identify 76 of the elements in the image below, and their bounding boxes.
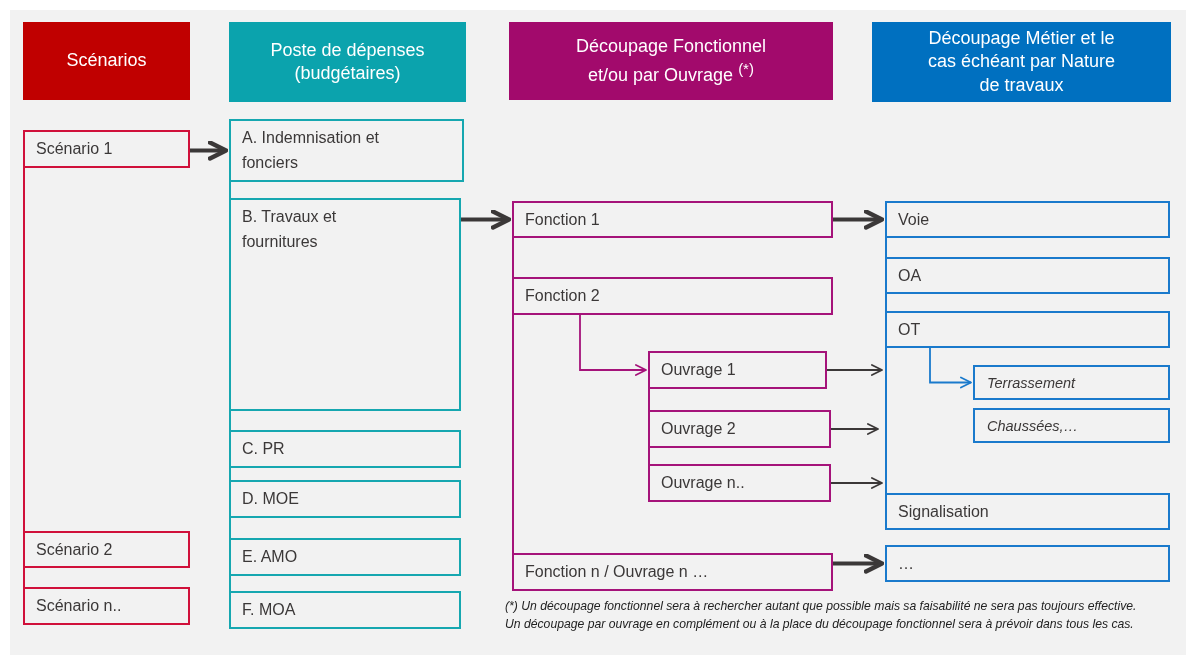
arrow [929, 347, 972, 389]
category-box [229, 591, 461, 629]
connector-line [885, 347, 887, 494]
connector-line [885, 237, 887, 258]
connector-line [229, 410, 231, 431]
box-label: Fonction 2 [525, 286, 600, 306]
arrow [833, 553, 885, 574]
arrow [830, 477, 883, 489]
box-label: Ouvrage 1 [661, 360, 736, 380]
connector-line [23, 167, 25, 532]
category-box [512, 201, 833, 238]
category-box [885, 493, 1170, 530]
arrow [826, 364, 883, 376]
category-box [885, 311, 1170, 348]
header-title: Découpage Métier et le cas échéant par Nature de travaux [926, 26, 1117, 97]
box-label: Terrassement [987, 374, 1076, 393]
category-box [885, 201, 1170, 238]
arrow [461, 209, 512, 230]
box-label: Ouvrage 2 [661, 419, 736, 439]
box-label: Chaussées,… [987, 417, 1079, 436]
box-label: Fonction 1 [525, 210, 600, 230]
category-box [885, 257, 1170, 294]
box-label: Signalisation [898, 502, 989, 522]
arrow [830, 423, 879, 435]
column-header [23, 22, 190, 100]
connector-line [648, 388, 650, 411]
category-box [23, 531, 190, 568]
box-label: D. MOE [242, 489, 299, 509]
box-label: Scénario n.. [36, 596, 122, 616]
box-label: Voie [898, 210, 930, 230]
column-header [872, 22, 1171, 102]
category-box [885, 545, 1170, 582]
connector-line [512, 314, 514, 554]
column-header [229, 22, 466, 102]
connector-line [512, 237, 514, 278]
box-label: … [898, 554, 914, 574]
header-title: Scénarios [66, 49, 147, 73]
category-box [973, 365, 1170, 400]
category-box [23, 130, 190, 168]
category-box [648, 464, 831, 502]
category-box [229, 480, 461, 518]
category-box [648, 410, 831, 448]
box-label: Fonction n / Ouvrage n … [525, 562, 709, 582]
connector-line [229, 575, 231, 592]
box-label: Ouvrage n.. [661, 473, 745, 493]
box-label: OT [898, 320, 921, 340]
box-label: E. AMO [242, 547, 298, 567]
arrow [190, 140, 229, 161]
box-label: C. PR [242, 439, 285, 459]
box-label: A. Indemnisation et fonciers [242, 128, 380, 173]
arrow [833, 209, 885, 230]
box-label: B. Travaux et fournitures [242, 207, 338, 252]
category-box [229, 198, 461, 411]
category-box [23, 587, 190, 625]
connector-line [229, 517, 231, 539]
box-label: OA [898, 266, 922, 286]
category-box [973, 408, 1170, 443]
footnote: (*) Un découpage fonctionnel sera à rechercher autant que possible mais sa faisabilité ne sera pas toujours effective. Un découpage par ouvrage en complément ou à la place du découpage fonctionnel sera à prévoir dans tous les cas. [505, 598, 1138, 634]
connector-line [229, 467, 231, 481]
category-box [512, 277, 833, 315]
category-box [648, 351, 827, 389]
header-title: Découpage Fonctionnel et/ou par Ouvrage $^{(*)}$ [574, 35, 768, 87]
box-label: Scénario 2 [36, 540, 113, 560]
column-header [509, 22, 833, 100]
arrow [579, 314, 647, 376]
header-title: Poste de dépenses (budgétaires) [269, 38, 426, 85]
box-label: F. MOA [242, 600, 296, 620]
connector-line [229, 181, 231, 199]
connector-line [885, 293, 887, 312]
category-box [229, 538, 461, 576]
box-label: Scénario 1 [36, 139, 113, 159]
connector-line [648, 447, 650, 465]
category-box [229, 119, 464, 182]
connector-line [23, 567, 25, 588]
category-box [512, 553, 833, 591]
category-box [229, 430, 461, 468]
